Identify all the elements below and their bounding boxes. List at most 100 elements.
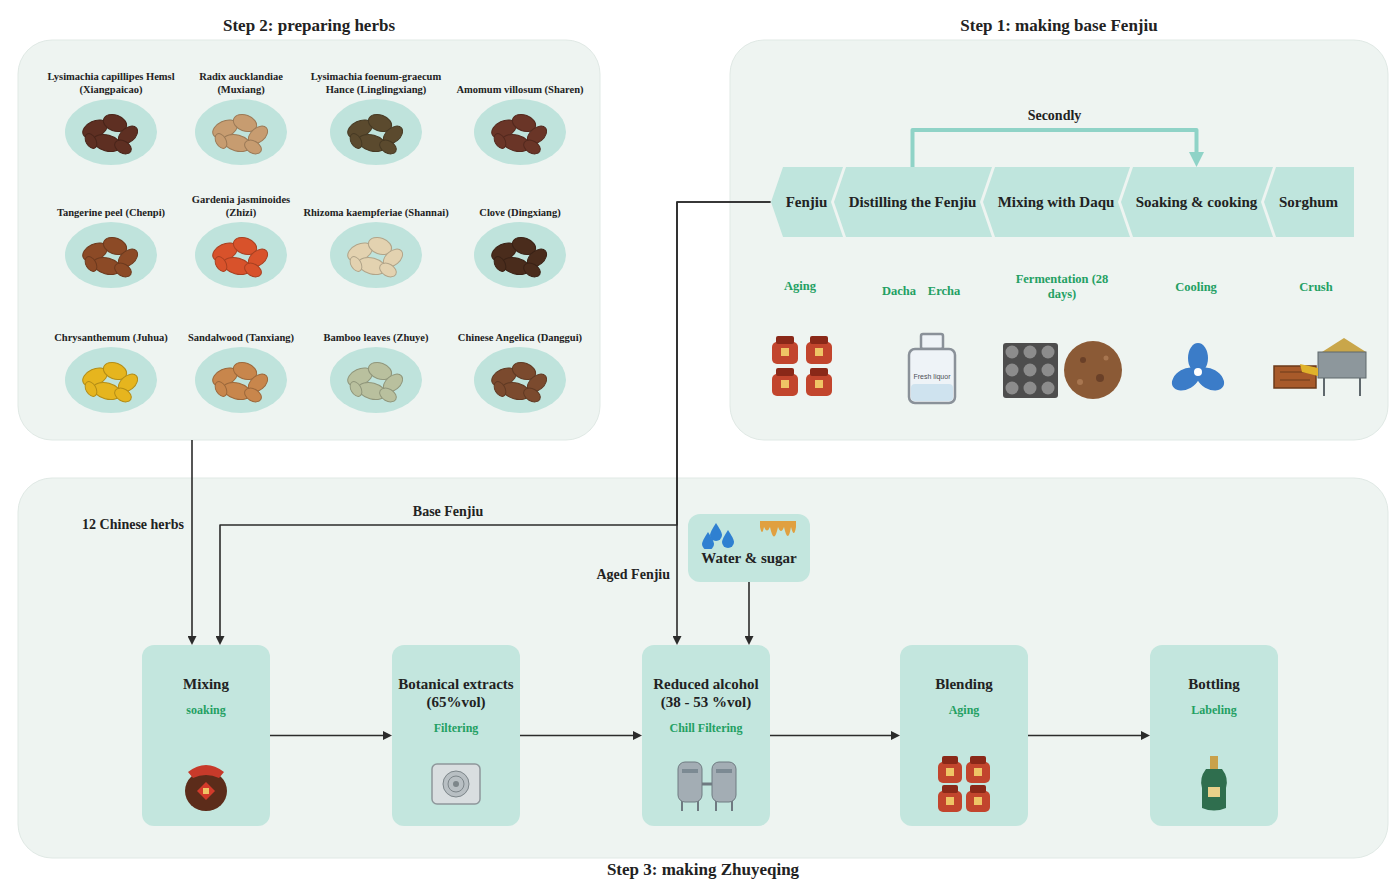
label-holder: Cooling (1175, 280, 1217, 295)
connector-arrow (520, 735, 633, 737)
step-label: Soaking & cooking (1121, 167, 1273, 237)
herb-name: Clove (Dingxiang) (450, 206, 590, 219)
box-subtitle: Filtering (434, 721, 479, 736)
input-label: Water & sugar (701, 549, 797, 567)
water-sugar-icon (694, 519, 804, 549)
jars-icon (938, 756, 990, 812)
daqu-cake (1077, 379, 1083, 385)
connector-arrow (270, 735, 383, 737)
liquor-bottle (911, 384, 953, 401)
herb-item: Amomum villosum (Sharen) (450, 83, 590, 165)
liquor-bottle (921, 334, 943, 349)
jars-icon (966, 762, 990, 783)
process-chevron: Fenjiu (771, 167, 843, 237)
herb-picture (213, 132, 230, 151)
herb-picture (474, 347, 566, 413)
aging-jars (772, 336, 798, 364)
herb-picture (330, 222, 422, 288)
crusher-machine (1359, 378, 1361, 396)
herb-name: Chrysanthemum (Juhua) (41, 331, 181, 344)
connector-arrow (770, 735, 891, 737)
connector-arrow (913, 130, 1197, 167)
aging-jars (772, 342, 798, 364)
box-title: Blending (935, 675, 993, 693)
label-holder: Dacha (882, 284, 916, 299)
herb-name: Gardenia jasminoides (Zhizi) (176, 193, 306, 219)
step-note: Aging (784, 279, 816, 294)
aging-jars (810, 368, 828, 376)
label-holder: Crush (1299, 280, 1332, 295)
aging-jars (781, 380, 789, 388)
box-subtitle: Chill Filtering (670, 721, 743, 736)
herb-picture (330, 99, 422, 165)
crusher-machine (1274, 338, 1366, 396)
filter-icon (432, 764, 480, 804)
herb-picture (348, 255, 365, 274)
edge-label: 12 Chinese herbs (82, 516, 184, 533)
herb-picture (213, 255, 230, 274)
herb-item: Lysimachia capillipes Hemsl (Xiangpaicao… (41, 70, 181, 165)
tanks-icon (682, 769, 698, 773)
step-note: Dacha (882, 284, 916, 299)
fermentation-tray (1042, 364, 1055, 377)
jars-icon (966, 791, 990, 812)
herb-picture (83, 255, 100, 274)
herb-picture (65, 99, 157, 165)
herb-item: Bamboo leaves (Zhuye) (301, 331, 451, 413)
jars-icon (970, 756, 986, 764)
jar-icon (203, 788, 209, 794)
herb-name: Radix aucklandiae (Muxiang) (176, 70, 306, 96)
icon-caption: Fresh liquor (914, 373, 951, 381)
fermentation-tray (1006, 346, 1019, 359)
edge-label-holder: Base Fenjiu (413, 503, 483, 520)
edge-label-holder: 12 Chinese herbs (82, 516, 184, 533)
panel-ground (18, 478, 1388, 858)
liquor-bottle (909, 334, 955, 403)
crusher-machine (1280, 380, 1310, 381)
step-label: Mixing with Daqu (983, 167, 1130, 237)
chevron-fill (1121, 167, 1273, 237)
panel-ground (18, 40, 1388, 858)
herb-picture (474, 99, 566, 165)
step-label: Sorghum (1264, 167, 1354, 237)
daqu-cake (1104, 356, 1109, 361)
herb-picture (195, 222, 287, 288)
herb-picture (65, 222, 157, 288)
jars-icon (938, 791, 962, 812)
fermentation-tray (1042, 346, 1055, 359)
fermentation-tray (1024, 346, 1037, 359)
herb-picture (330, 347, 422, 413)
herb-name: Rhizoma kaempferiae (Shannai) (301, 206, 451, 219)
step-note: Cooling (1175, 280, 1217, 295)
herb-picture (195, 222, 287, 288)
label-holder: Aging (784, 279, 816, 294)
herb-picture (492, 255, 509, 274)
herb-picture (377, 260, 399, 279)
herb-picture (112, 260, 134, 279)
label-holder: Ercha (928, 284, 960, 299)
box-title: Mixing (183, 675, 229, 693)
tanks-icon (678, 762, 702, 802)
herb-picture (474, 99, 566, 165)
water-sugar-icon (702, 532, 714, 549)
crusher-machine (1318, 352, 1366, 378)
box-icon (406, 754, 506, 814)
herb-picture (83, 132, 100, 151)
cooling-fan (1168, 363, 1204, 395)
jars-icon (974, 768, 982, 776)
herb-picture (492, 380, 509, 399)
process-chevron: Distilling the Fenjiu (834, 167, 992, 237)
chevron-fill (771, 167, 843, 237)
herb-picture (242, 260, 264, 279)
jars-icon (942, 756, 958, 764)
aging-jars (772, 374, 798, 396)
edge-label-holder: Aged Fenjiu (597, 566, 671, 583)
herb-picture (492, 132, 509, 151)
herb-name: Amomum villosum (Sharen) (450, 83, 590, 96)
filter-icon (448, 776, 464, 792)
tanks-icon (712, 762, 736, 802)
herb-item: Chinese Angelica (Danggui) (450, 331, 590, 413)
herb-picture (330, 222, 422, 288)
herb-name: Sandalwood (Tanxiang) (176, 331, 306, 344)
fermentation-tray (1003, 343, 1058, 398)
